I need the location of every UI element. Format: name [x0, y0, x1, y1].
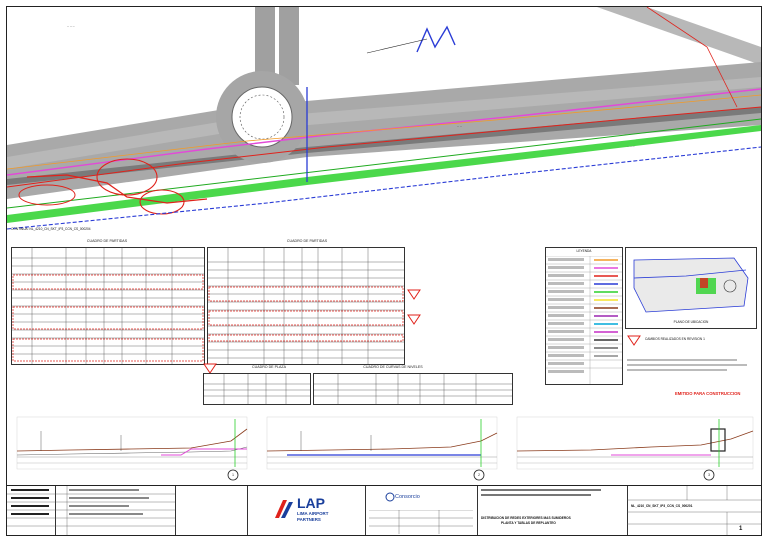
title-block: LAP LIMA AIRPORT PARTNERS Consorcio DIST… [7, 485, 761, 535]
project-title-block: DISTRIBUCION DE REDES EXTERIORES MAS SUM… [477, 486, 628, 535]
lap-logo-sub2: PARTNERS [297, 517, 321, 522]
lower-right-table-grid [314, 374, 512, 404]
lap-logo-text: LAP [297, 495, 325, 511]
legend-title: LEYENDA [576, 249, 592, 253]
consortium-name: Consorcio [395, 494, 420, 500]
lower-table [203, 373, 311, 405]
location-caption: PLANO DE UBICACION [673, 320, 709, 324]
location-plan: PLANO DE UBICACION [625, 247, 757, 329]
middle-table-title: CUADRO DE PARTIDAS [286, 239, 328, 243]
consortium-logo-icon [385, 492, 395, 502]
svg-text:-- -- --: -- -- -- [627, 144, 635, 148]
revision-table-grid [7, 489, 55, 527]
drawing-title-line2: PLANTA Y TABLAS DE REPLANTEO [501, 521, 556, 525]
continuation-note: CONTINUA: NL_4210_CN_SKT_IP3_CCN_CS_0002… [11, 227, 91, 231]
sheet-number: 1 [739, 526, 743, 532]
revision-note: CAMBIOS REALIZADOS EN REVISION 1 [645, 337, 705, 341]
left-table-title: CUADRO DE PARTIDAS [86, 239, 128, 243]
profile-bubble-2: 2 [478, 473, 480, 477]
lap-logo-sub: LIMA AIRPORT [297, 511, 329, 516]
svg-text:-- -- --: -- -- -- [67, 24, 75, 28]
notes-table-grid [55, 486, 175, 535]
profile-bubble-3: 3 [708, 473, 710, 477]
drawing-number-grid [627, 486, 761, 535]
plan-drawing: -- -- -- -- -- -- -- -- [7, 7, 761, 230]
status-label: EMITIDO PARA CONSTRUCCION [675, 391, 741, 396]
profile-bubble-1: 1 [232, 473, 234, 477]
svg-text:-- --: -- -- [457, 124, 462, 128]
drawing-number-block: NL_4210_CN_SKT_IP3_CCN_CS_000201 1 [627, 486, 761, 535]
legend-swatches [546, 256, 622, 384]
middle-table [207, 247, 405, 365]
drawing-number: NL_4210_CN_SKT_IP3_CCN_CS_000201 [631, 504, 693, 508]
consortium-grid [369, 510, 473, 534]
legend-box: LEYENDA [545, 247, 623, 385]
plan-view: -- -- -- -- -- -- -- -- CONTINUA: NL_421… [7, 7, 761, 235]
location-map [633, 257, 749, 313]
drawing-title-line1: DISTRIBUCION DE REDES EXTERIORES MAS SUM… [481, 516, 571, 520]
revision-triangles-middle [407, 289, 421, 325]
left-table-grid [12, 248, 204, 364]
profiles-area: 1 2 3 [11, 411, 757, 483]
profiles-drawing [16, 416, 754, 481]
notes-table [55, 486, 176, 535]
consortium-block: Consorcio [365, 486, 478, 535]
left-table [11, 247, 205, 365]
lower-table-grid [204, 374, 310, 404]
revision-table [7, 486, 56, 535]
revision-triangle-left [203, 363, 217, 374]
drawing-sheet: -- -- -- -- -- -- -- -- CONTINUA: NL_421… [6, 6, 762, 536]
revision-triangle-legend [627, 335, 641, 346]
disclaimer-block [627, 357, 755, 377]
lower-right-table [313, 373, 513, 405]
lap-logo-icon [275, 500, 293, 518]
middle-table-grid [208, 248, 404, 364]
lower-table-title: CUADRO DE PLAZA [252, 365, 286, 369]
lap-logo-block: LAP LIMA AIRPORT PARTNERS [247, 486, 366, 535]
lower-right-table-title: CUADRO DE CURVAS DE NIVELES [363, 365, 423, 369]
signatures-table [175, 486, 248, 535]
